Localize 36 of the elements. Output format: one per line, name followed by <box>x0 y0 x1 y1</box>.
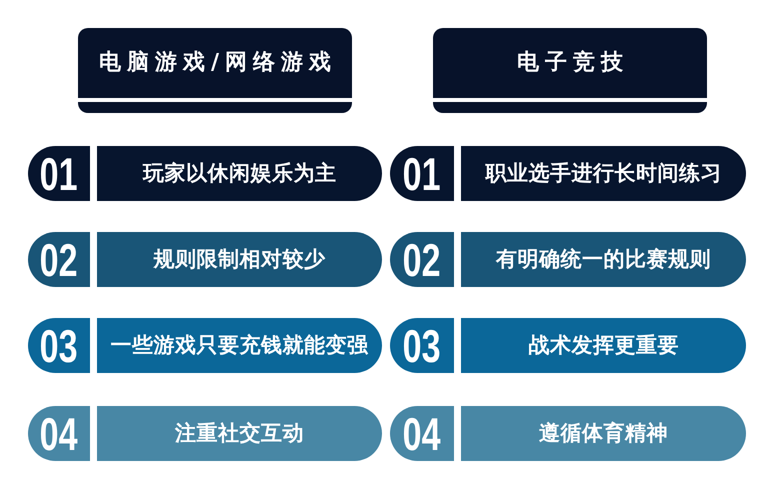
step-number: 02 <box>40 236 78 282</box>
number-badge <box>28 232 90 287</box>
number-badge <box>390 232 454 287</box>
statement-text: 规则限制相对较少 <box>154 247 326 272</box>
header-title: 电子竞技 <box>516 50 629 76</box>
step-number: 04 <box>40 410 78 456</box>
statement-bar <box>97 146 382 201</box>
number-badge <box>390 318 454 373</box>
statement-bar <box>97 406 382 461</box>
column-header <box>433 28 707 113</box>
statement-bar <box>461 318 746 373</box>
column-header <box>78 28 352 113</box>
number-badge <box>390 146 454 201</box>
step-number: 03 <box>40 322 78 368</box>
statement-text: 有明确统一的比赛规则 <box>496 247 711 272</box>
number-badge <box>390 406 454 461</box>
header-title: 电脑游戏/网络游戏 <box>98 50 338 76</box>
statement-text: 注重社交互动 <box>175 421 304 446</box>
step-number: 02 <box>403 236 441 282</box>
statement-bar <box>97 318 382 373</box>
statement-text: 战术发挥更重要 <box>528 333 679 358</box>
statement-text: 玩家以休闲娱乐为主 <box>142 161 336 186</box>
step-number: 04 <box>403 410 441 456</box>
step-number: 01 <box>403 150 441 196</box>
statement-text: 职业选手进行长时间练习 <box>485 161 722 186</box>
step-number: 03 <box>403 322 441 368</box>
statement-bar <box>461 146 746 201</box>
statement-bar <box>97 232 382 287</box>
statement-text: 遵循体育精神 <box>539 421 668 446</box>
statement-bar <box>461 232 746 287</box>
step-number: 01 <box>40 150 78 196</box>
statement-text: 一些游戏只要充钱就能变强 <box>110 333 368 358</box>
statement-bar <box>461 406 746 461</box>
number-badge <box>28 318 90 373</box>
number-badge <box>28 406 90 461</box>
number-badge <box>28 146 90 201</box>
